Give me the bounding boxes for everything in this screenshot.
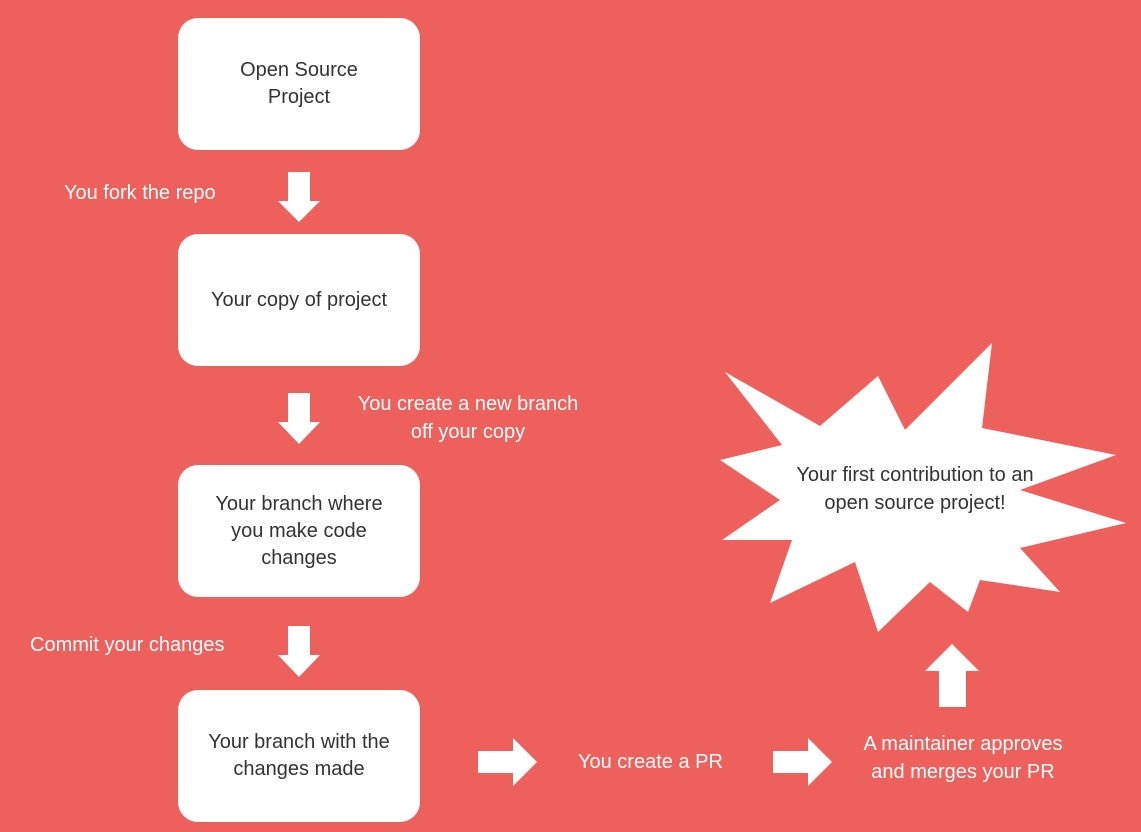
step-label-line: and merges your PR	[871, 761, 1055, 783]
step-label-line: A maintainer approves	[863, 733, 1063, 755]
step-label-fork: You fork the repo	[64, 182, 216, 204]
box-text-line: Your branch with the	[208, 731, 390, 753]
result-text: Your first contribution to an open sourc…	[760, 461, 1070, 517]
box-text-line: Your copy of project	[210, 288, 388, 311]
box-open-source-project: Open Source Project	[178, 18, 420, 150]
box-text-line: Open Source	[240, 59, 358, 81]
box-your-copy: Your copy of project	[178, 234, 420, 366]
starburst-shape	[720, 343, 1126, 632]
box-text-line: Project	[267, 86, 331, 108]
down-arrow-commit	[278, 626, 320, 677]
step-label-create-branch: You create a new branch off your copy	[340, 390, 596, 446]
step-label-line: You create a new branch	[357, 393, 579, 415]
right-arrow-pr	[478, 738, 537, 786]
right-arrow-maintainer	[773, 738, 832, 786]
step-label-maintainer: A maintainer approves and merges your PR	[845, 730, 1081, 786]
down-arrow-fork	[278, 172, 320, 222]
down-arrow-branch	[278, 393, 320, 444]
result-text-line: Your first contribution to an	[796, 464, 1034, 486]
box-text-line: changes	[261, 546, 337, 569]
box-your-branch: Your branch where you make code changes	[178, 465, 420, 597]
box-text-line: you make code	[231, 519, 367, 542]
result-text-line: open source project!	[824, 492, 1006, 514]
step-label-create-pr: You create a PR	[578, 751, 723, 773]
box-branch-with-changes: Your branch with the changes made	[178, 690, 420, 822]
step-label-line: off your copy	[410, 421, 526, 443]
box-text-line: Your branch where	[215, 492, 383, 515]
up-arrow-merge	[925, 644, 979, 707]
box-text-line: changes made	[233, 758, 365, 780]
step-label-commit: Commit your changes	[30, 634, 225, 656]
